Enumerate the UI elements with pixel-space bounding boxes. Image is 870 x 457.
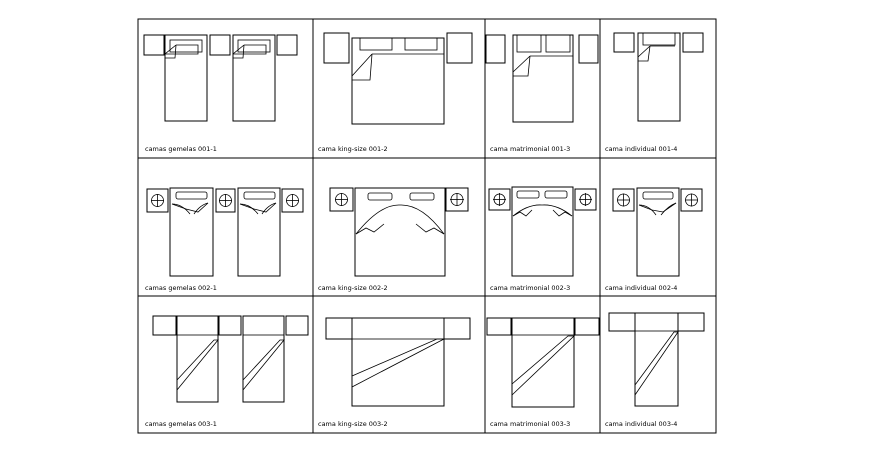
label-cama-king-size-001-2: cama king-size 001-2: [318, 145, 388, 153]
label-cama-individual-002-4: cama individual 002-4: [605, 284, 677, 292]
label-cama-king-size-003-2: cama king-size 003-2: [318, 420, 388, 428]
double-bed-003-3-drawing: [486, 317, 600, 408]
grid-frame: [137, 18, 717, 434]
label-cama-individual-001-4: cama individual 001-4: [605, 145, 677, 153]
label-cama-matrimonial-003-3: cama matrimonial 003-3: [490, 420, 570, 428]
king-bed-003-2-drawing: [325, 317, 471, 407]
twin-beds-002-1-drawing: [146, 187, 304, 277]
double-bed-001-3-drawing: [485, 34, 599, 123]
label-camas-gemelas-001-1: camas gemelas 001-1: [145, 145, 217, 153]
label-camas-gemelas-002-1: camas gemelas 002-1: [145, 284, 217, 292]
twin-beds-001-1-drawing: [143, 34, 298, 122]
twin-beds-003-1-drawing: [152, 315, 309, 403]
double-bed-002-3-drawing: [488, 186, 597, 277]
label-cama-matrimonial-002-3: cama matrimonial 002-3: [490, 284, 570, 292]
single-bed-003-4-drawing: [608, 312, 705, 407]
label-cama-individual-003-4: cama individual 003-4: [605, 420, 677, 428]
label-cama-matrimonial-001-3: cama matrimonial 001-3: [490, 145, 570, 153]
label-cama-king-size-002-2: cama king-size 002-2: [318, 284, 388, 292]
king-bed-002-2-drawing: [329, 187, 469, 277]
king-bed-001-2-drawing: [323, 32, 473, 125]
single-bed-002-4-drawing: [612, 187, 703, 277]
cell-labels: camas gemelas 001-1 cama king-size 001-2…: [145, 145, 677, 428]
single-bed-001-4-drawing: [613, 32, 704, 122]
label-camas-gemelas-003-1: camas gemelas 003-1: [145, 420, 217, 428]
